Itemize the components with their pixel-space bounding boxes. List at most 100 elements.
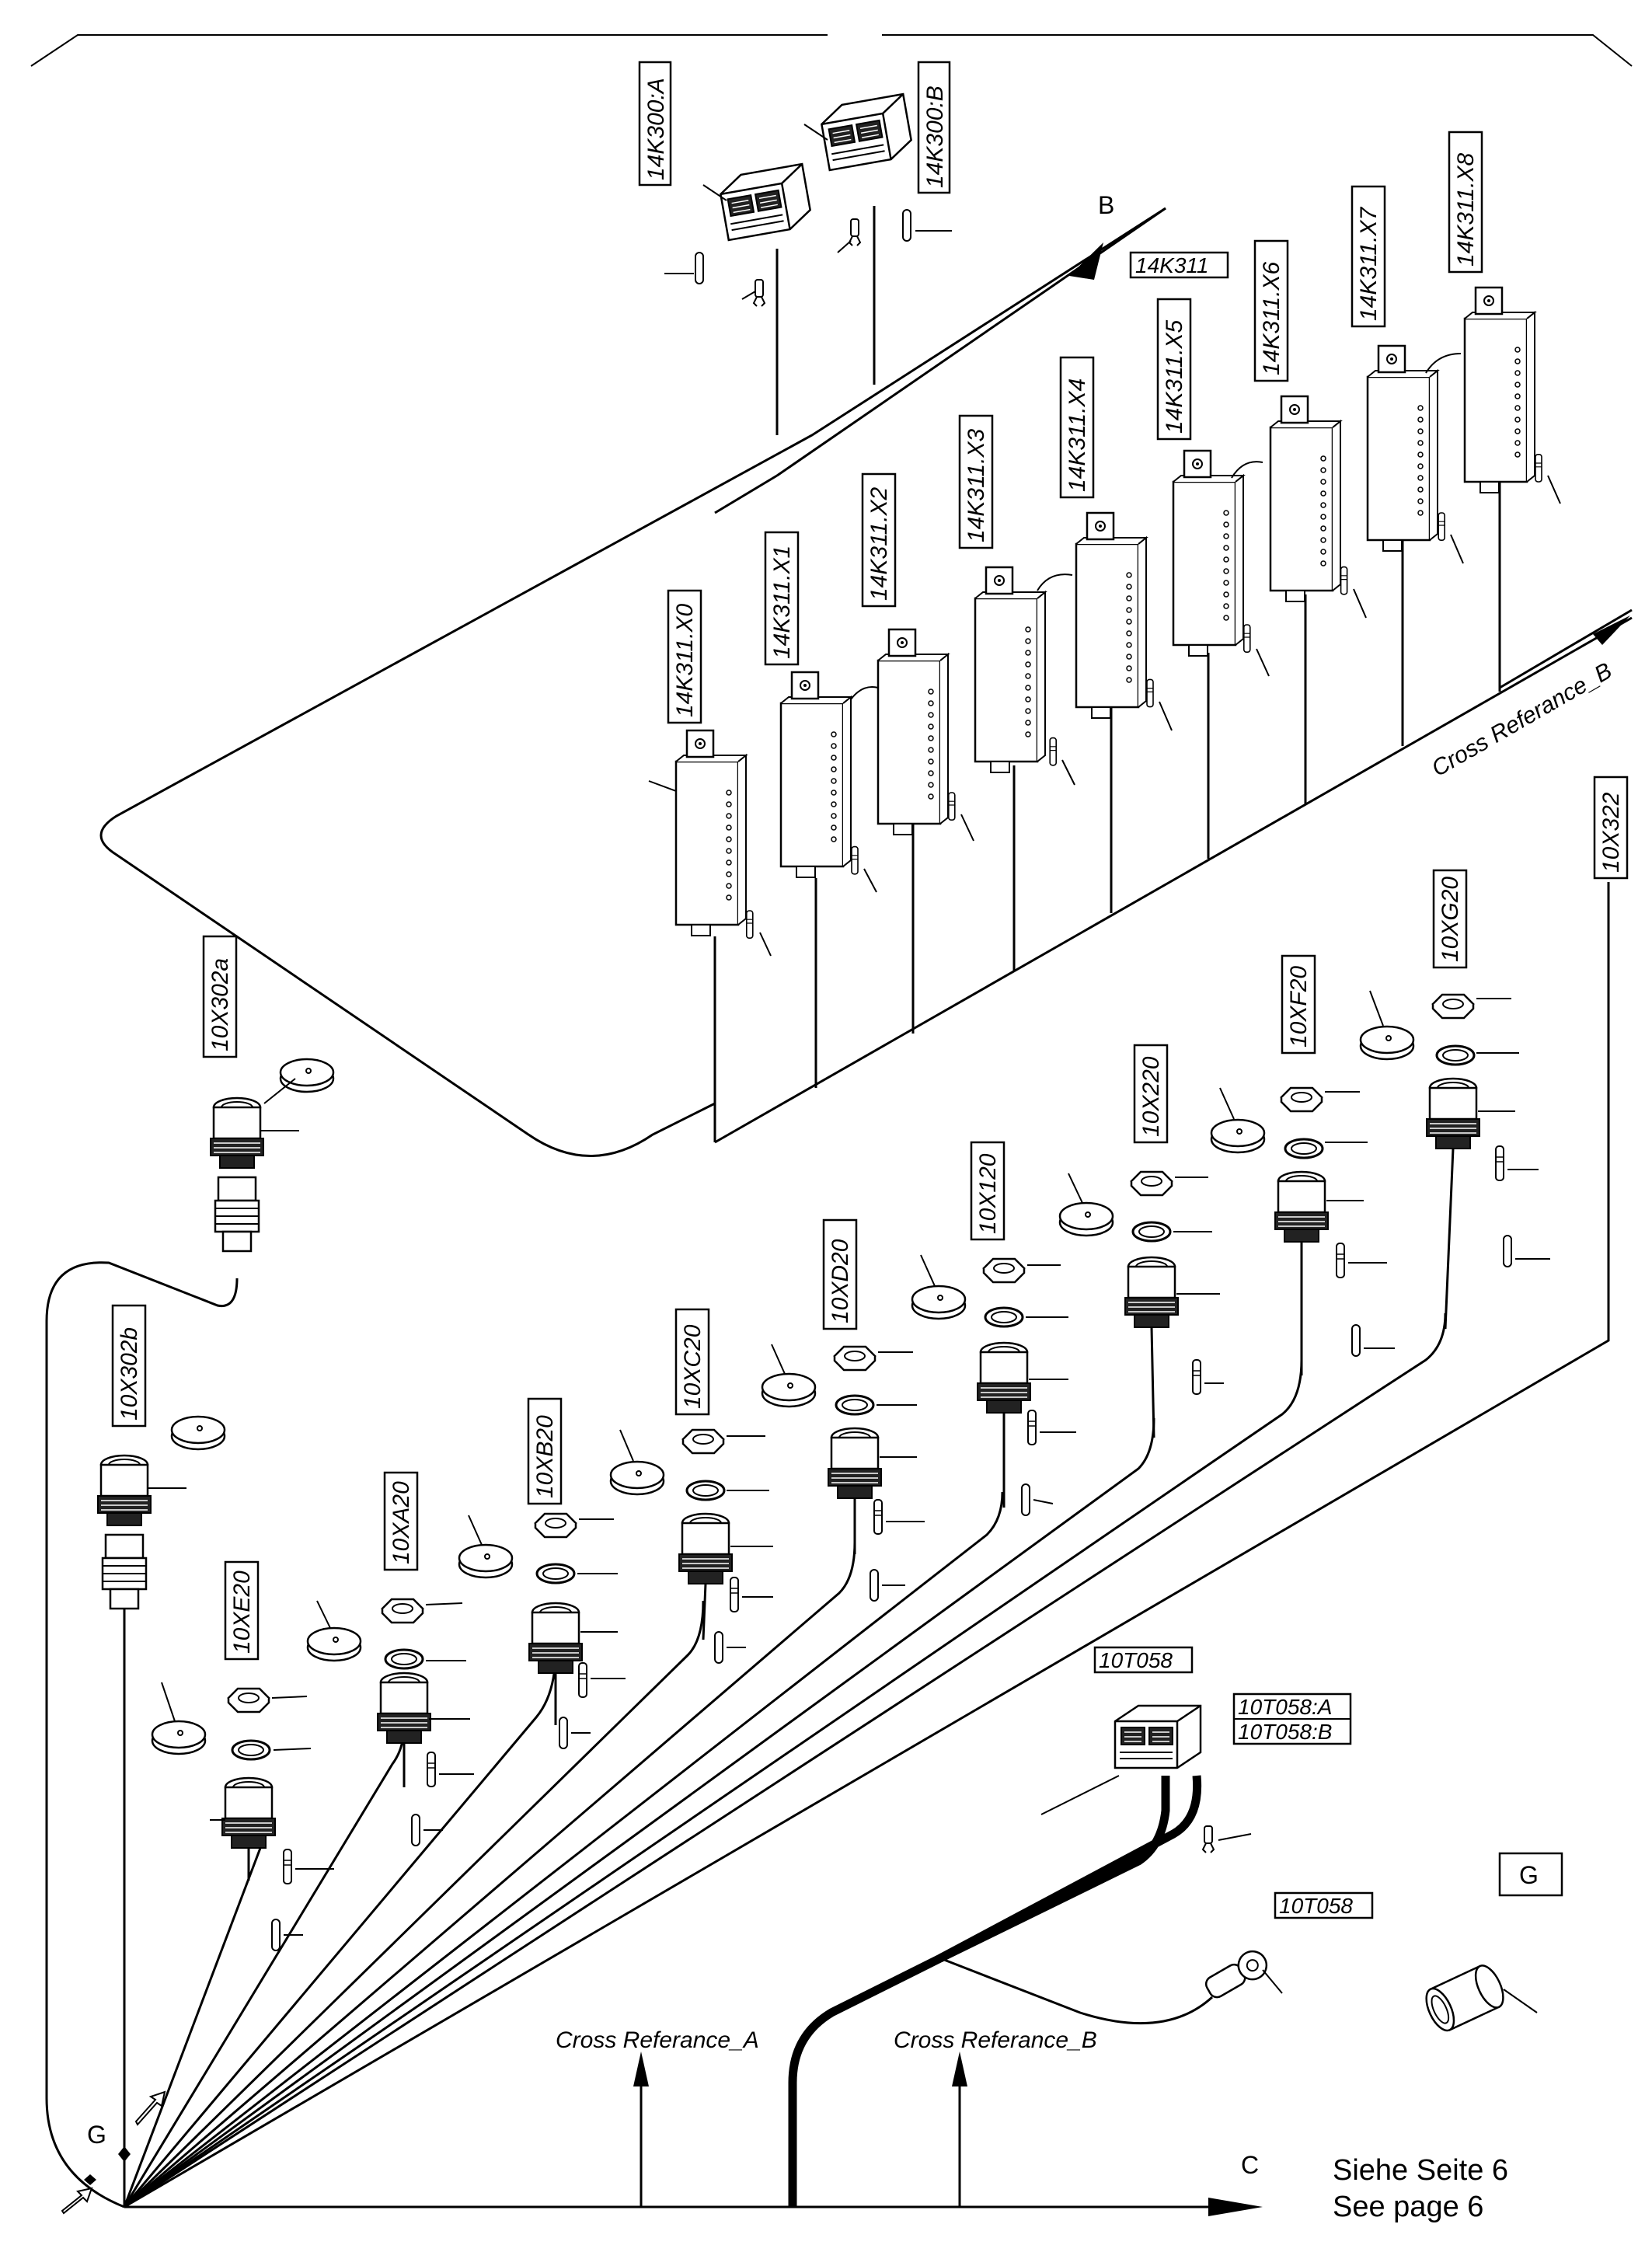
- label-box-10xc20: [674, 1308, 710, 1416]
- label-10xg20: 10XG20: [1438, 877, 1463, 962]
- label-box-10xg20: [1432, 869, 1468, 969]
- footer-en: See page 6: [1333, 2191, 1483, 2223]
- label-box-x3: [958, 414, 994, 549]
- module-connector-x5: 14K311.X5: [1156, 298, 1270, 859]
- connector-10t058: 10T058 10T058:A 10T058:B: [1040, 1646, 1352, 1853]
- label-box-x1: [764, 531, 800, 666]
- cross-ref-a: Cross Referance_A: [556, 2027, 759, 2053]
- detail-g: G: [1425, 1852, 1563, 2032]
- connector-10x302b: 10X302b: [96, 1304, 226, 1610]
- module-connector-x2: 14K311.X2: [861, 472, 974, 1034]
- label-box-x5: [1156, 298, 1192, 441]
- connector-10x220: 10X220: [1058, 1044, 1224, 1395]
- label-box-x0: [667, 589, 702, 724]
- connector-14k300b: 14K300:B: [803, 61, 952, 385]
- trunk-arrow-c: C: [124, 2151, 1263, 2216]
- label-10xc20: 10XC20: [680, 1324, 706, 1409]
- label-box-10t058-lug: [1274, 1891, 1374, 1919]
- marker-c: C: [1241, 2151, 1259, 2179]
- label-14k311-x0: 14K311.X0: [672, 603, 698, 717]
- marker-b: B: [1098, 191, 1114, 219]
- module-connector-x8: 14K311.X8: [1448, 131, 1561, 692]
- label-10t058-a: 10T058:A: [1238, 1695, 1332, 1719]
- label-box-10x302a: [202, 935, 238, 1058]
- cross-ref-b-right: Cross Referance_B: [1427, 658, 1616, 782]
- page-frame: [30, 34, 1633, 67]
- module-connector-x0: 14K311.X0: [648, 589, 772, 1142]
- cross-ref-b-bottom: Cross Referance_B: [894, 2027, 1097, 2053]
- label-10t058-top: 10T058: [1099, 1648, 1173, 1672]
- label-10xb20: 10XB20: [532, 1415, 558, 1498]
- connector-10xb20: 10XB20: [458, 1397, 626, 1749]
- label-box-x8: [1448, 131, 1483, 274]
- connector-10xf20: 10XF20: [1210, 954, 1395, 1357]
- label-10x302b: 10X302b: [117, 1327, 142, 1421]
- label-box-10x322: [1593, 776, 1629, 880]
- label-g-box: G: [1519, 1861, 1539, 1889]
- label-14k300a: 14K300:A: [643, 78, 669, 180]
- label-box-x2: [861, 472, 897, 608]
- module-connector-x3: 14K311.X3: [958, 414, 1075, 971]
- label-box-x4: [1059, 356, 1095, 499]
- connector-10x302a: 10X302a: [202, 935, 335, 1253]
- gland-cable-stubs: [247, 1148, 1455, 1881]
- label-box-10x302b: [111, 1304, 147, 1428]
- connector-10x322: 10X322: [1593, 776, 1629, 880]
- module-connector-x7: 14K311.X7: [1351, 185, 1464, 746]
- label-10xa20: 10XA20: [389, 1481, 414, 1564]
- label-box-10xb20: [527, 1397, 563, 1505]
- label-box-g: [1498, 1852, 1563, 1897]
- label-box-10xe20: [224, 1560, 260, 1661]
- label-box-14k300a: [638, 61, 672, 187]
- connector-14k300a: 14K300:A: [638, 61, 814, 435]
- cross-ref-b-right-arrow: Cross Referance_B: [1427, 608, 1633, 782]
- label-10t058-lug: 10T058: [1279, 1894, 1353, 1918]
- label-14k311-x3: 14K311.X3: [964, 428, 989, 542]
- label-10xf20: 10XF20: [1286, 966, 1312, 1048]
- label-14k311-x4: 14K311.X4: [1065, 378, 1090, 492]
- module-harness-outline: [99, 207, 1633, 1157]
- ring-lug-10t058: 10T058: [1204, 1891, 1374, 1999]
- label-14k311-x8: 14K311.X8: [1453, 152, 1479, 267]
- module-connector-x4: 14K311.X4: [1059, 356, 1173, 913]
- label-10x220: 10X220: [1138, 1056, 1164, 1137]
- connector-10xd20: 10XD20: [761, 1218, 925, 1602]
- module-connector-x1: 14K311.X1: [764, 531, 879, 1088]
- label-box-10x220: [1133, 1044, 1169, 1144]
- label-10t058-b: 10T058:B: [1238, 1720, 1332, 1744]
- label-10xd20: 10XD20: [828, 1239, 853, 1323]
- label-14k311-x6: 14K311.X6: [1259, 261, 1284, 375]
- connector-10xe20: 10XE20: [151, 1560, 334, 1951]
- label-box-10xd20: [822, 1218, 858, 1330]
- label-10x322: 10X322: [1598, 792, 1624, 873]
- label-box-10xa20: [383, 1471, 419, 1571]
- module-connector-x6: 14K311.X6: [1253, 239, 1367, 804]
- label-box-14k300b: [917, 61, 951, 194]
- cable-10t058: [788, 1775, 1214, 2207]
- cross-ref-a-arrow: Cross Referance_A: [556, 2027, 759, 2207]
- label-14k311: 14K311: [1135, 253, 1208, 277]
- connector-10xa20: 10XA20: [306, 1471, 474, 1846]
- footer-de: Siehe Seite 6: [1333, 2154, 1508, 2187]
- label-14k311-x2: 14K311.X2: [866, 486, 892, 601]
- g-marker: G: [61, 2090, 166, 2215]
- label-10x120: 10X120: [975, 1153, 1001, 1234]
- trunk-arrow-b: B: [776, 191, 1166, 477]
- label-box-10t058-top: [1093, 1646, 1194, 1674]
- label-14k311-x7: 14K311.X7: [1356, 206, 1382, 321]
- connector-10xg20: 10XG20: [1359, 869, 1550, 1267]
- label-14k300b: 14K300:B: [922, 85, 948, 188]
- label-box-x6: [1253, 239, 1289, 382]
- label-14k311-x5: 14K311.X5: [1162, 319, 1187, 434]
- marker-g: G: [87, 2121, 106, 2149]
- label-14k311-x1: 14K311.X1: [769, 546, 795, 659]
- label-box-10xf20: [1281, 954, 1316, 1055]
- connector-10x120: 10X120: [911, 1141, 1076, 1516]
- label-box-x7: [1351, 185, 1386, 328]
- label-10xe20: 10XE20: [229, 1570, 255, 1654]
- cross-ref-b-arrow: Cross Referance_B: [894, 2027, 1097, 2207]
- label-10x302a: 10X302a: [207, 958, 233, 1051]
- label-box-14k311: [1129, 251, 1229, 279]
- connector-10xc20: 10XC20: [609, 1308, 773, 1664]
